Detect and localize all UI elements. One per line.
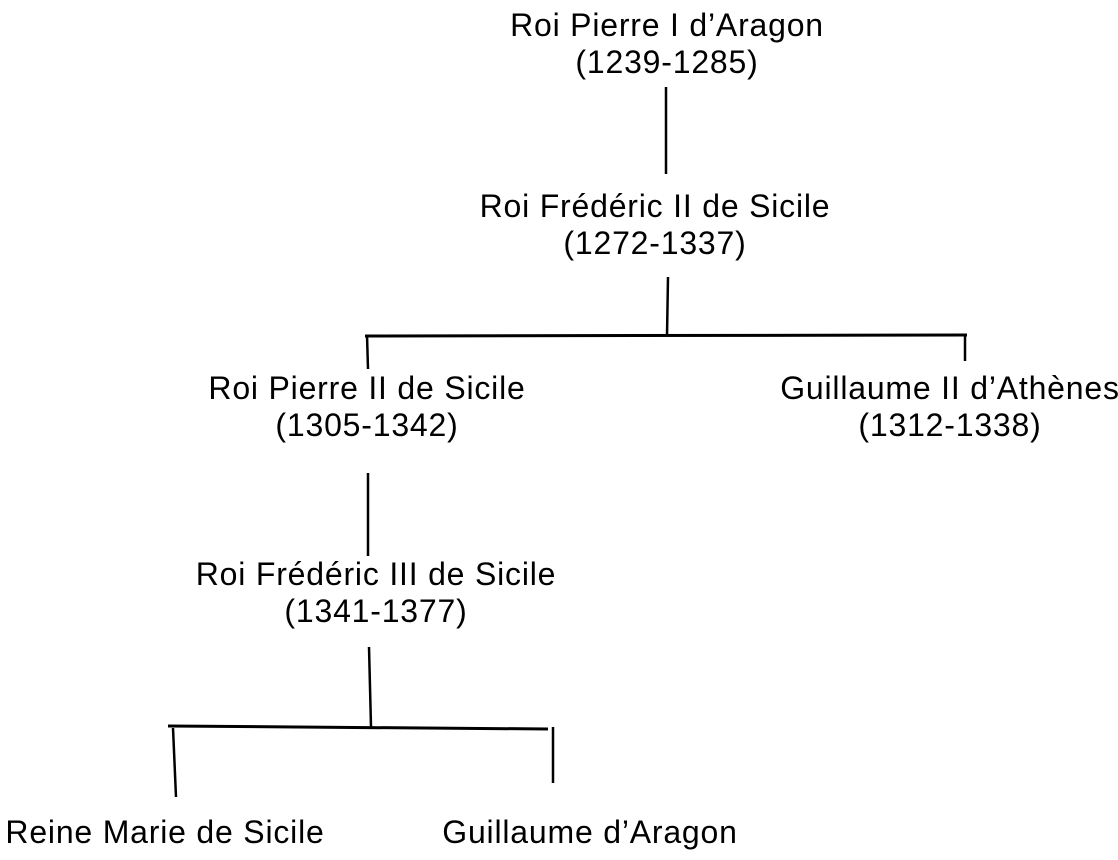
tree-node-marie-sicile: Reine Marie de Sicile <box>5 814 324 851</box>
person-dates: (1239-1285) <box>575 44 759 80</box>
person-name: Reine Marie de Sicile <box>5 814 325 850</box>
tree-node-frederic-2-sicile: Roi Frédéric II de Sicile (1272-1337) <box>480 188 831 262</box>
tree-node-frederic-3-sicile: Roi Frédéric III de Sicile (1341-1377) <box>196 556 556 630</box>
person-name: Roi Frédéric III de Sicile <box>195 556 557 592</box>
connector-branch1-left-drop <box>365 334 370 370</box>
connector-frederic3-stem <box>367 646 373 728</box>
person-name: Roi Frédéric II de Sicile <box>479 188 831 224</box>
person-dates: (1312-1338) <box>858 407 1042 443</box>
tree-node-guillaume-aragon: Guillaume d’Aragon <box>442 814 737 851</box>
person-dates: (1272-1337) <box>563 225 747 261</box>
person-dates: (1305-1342) <box>275 407 459 443</box>
connector-frederic2-stem <box>665 276 670 337</box>
tree-node-guillaume-2-athenes: Guillaume II d’Athènes (1312-1338) <box>780 370 1118 444</box>
connector-branch1-bar <box>364 333 968 338</box>
connector-branch2-bar <box>167 724 549 731</box>
person-name: Guillaume d’Aragon <box>442 814 738 850</box>
person-name: Guillaume II d’Athènes <box>780 370 1118 406</box>
person-name: Roi Pierre I d’Aragon <box>510 7 824 43</box>
connector-branch2-left-drop <box>171 727 178 798</box>
tree-node-pierre-2-sicile: Roi Pierre II de Sicile (1305-1342) <box>208 370 525 444</box>
tree-node-pierre-1-aragon: Roi Pierre I d’Aragon (1239-1285) <box>510 7 824 81</box>
person-name: Roi Pierre II de Sicile <box>208 370 526 406</box>
person-dates: (1341-1377) <box>284 593 468 629</box>
